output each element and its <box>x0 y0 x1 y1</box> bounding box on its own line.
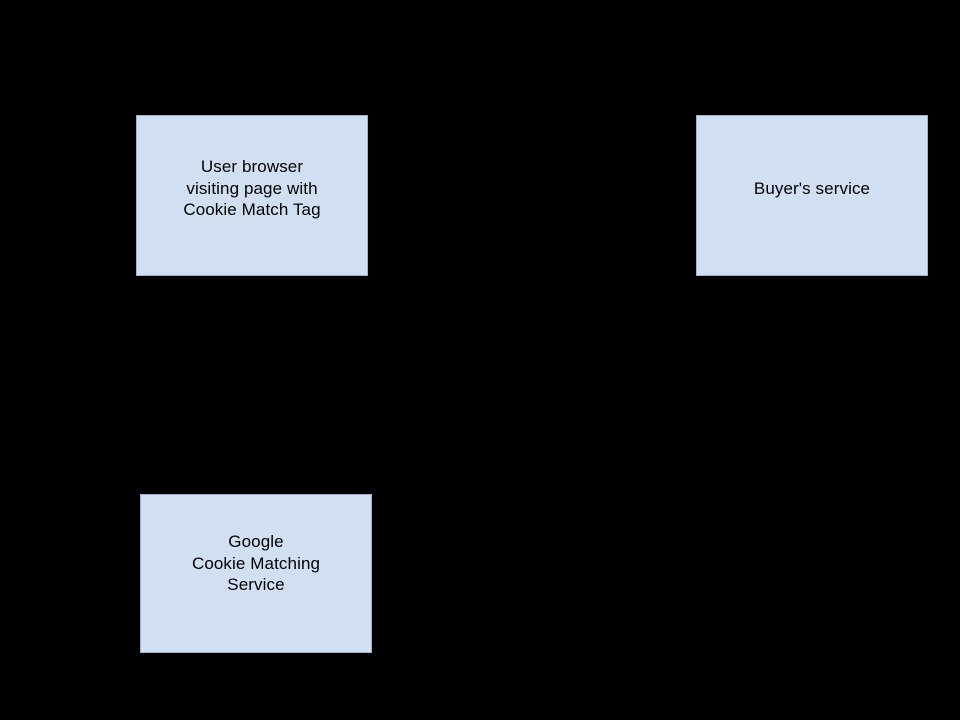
node-google-cookie-matching-service-label: Google Cookie Matching Service <box>191 532 321 595</box>
node-buyers-service[interactable]: Buyer's service <box>696 115 928 276</box>
node-user-browser-label: User browser visiting page with Cookie M… <box>183 157 321 220</box>
node-google-cookie-matching-service[interactable]: Google Cookie Matching Service <box>140 494 372 653</box>
node-user-browser[interactable]: User browser visiting page with Cookie M… <box>136 115 368 276</box>
node-buyers-service-label: Buyer's service <box>753 178 871 198</box>
